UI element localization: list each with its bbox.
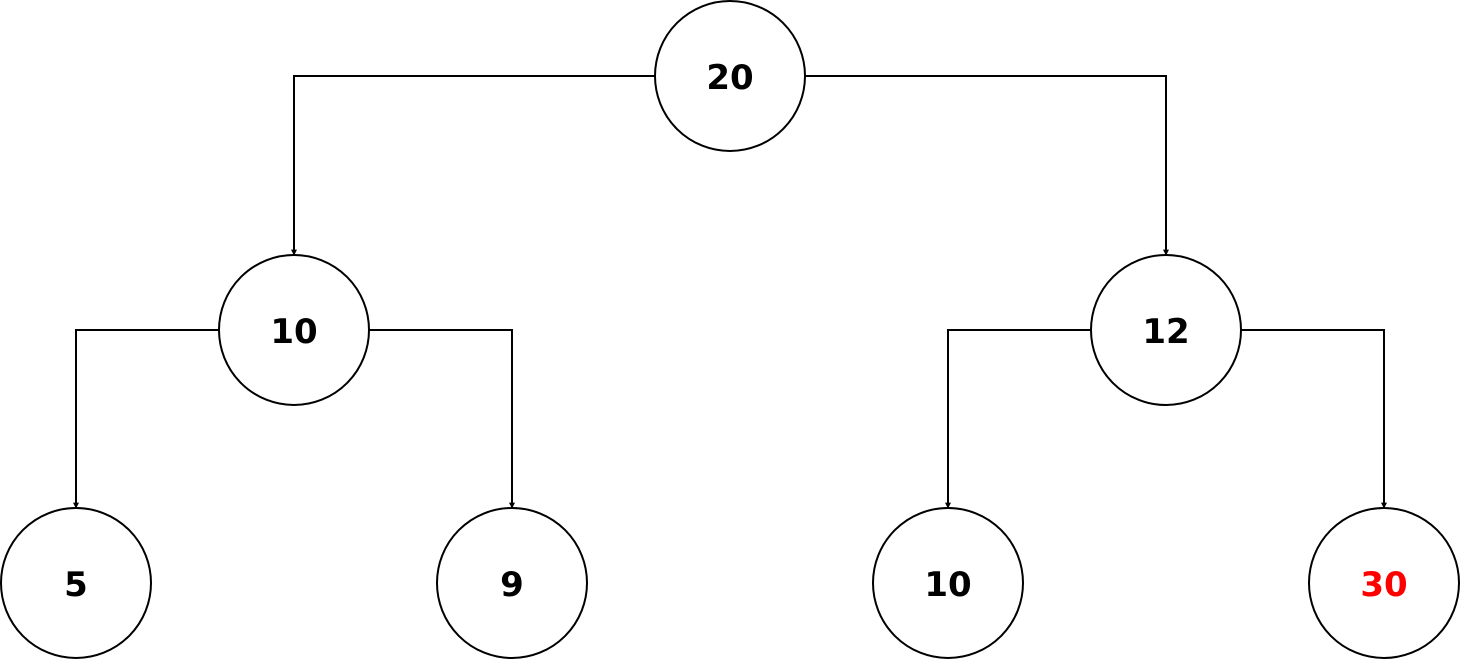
node-circle-right	[1090, 254, 1242, 406]
node-right-left: 10	[872, 507, 1024, 659]
edge-root-to-right	[805, 75, 1169, 256]
node-label-right: 12	[1142, 312, 1189, 352]
node-circle-root	[654, 0, 806, 152]
node-left-left: 5	[0, 507, 152, 659]
edge-left-to-left-left	[73, 329, 219, 509]
node-circle-left	[218, 254, 370, 406]
node-circle-left-left	[0, 507, 152, 659]
node-root: 20	[654, 0, 806, 152]
node-label-left-left: 5	[64, 565, 88, 605]
node-circle-right-left	[872, 507, 1024, 659]
node-label-right-right: 30	[1360, 565, 1407, 605]
node-label-root: 20	[706, 58, 753, 98]
edges-layer	[73, 75, 1387, 509]
node-right-right: 30	[1308, 507, 1460, 659]
node-circle-right-right	[1308, 507, 1460, 659]
edge-left-to-left-right	[369, 329, 515, 509]
edge-right-to-right-right	[1241, 329, 1387, 509]
node-left-right: 9	[436, 507, 588, 659]
node-left: 10	[218, 254, 370, 406]
edge-right-to-right-left	[945, 329, 1091, 509]
node-right: 12	[1090, 254, 1242, 406]
node-label-right-left: 10	[924, 565, 971, 605]
node-label-left-right: 9	[500, 565, 524, 605]
edge-root-to-left	[291, 75, 655, 256]
node-label-left: 10	[270, 312, 317, 352]
node-circle-left-right	[436, 507, 588, 659]
